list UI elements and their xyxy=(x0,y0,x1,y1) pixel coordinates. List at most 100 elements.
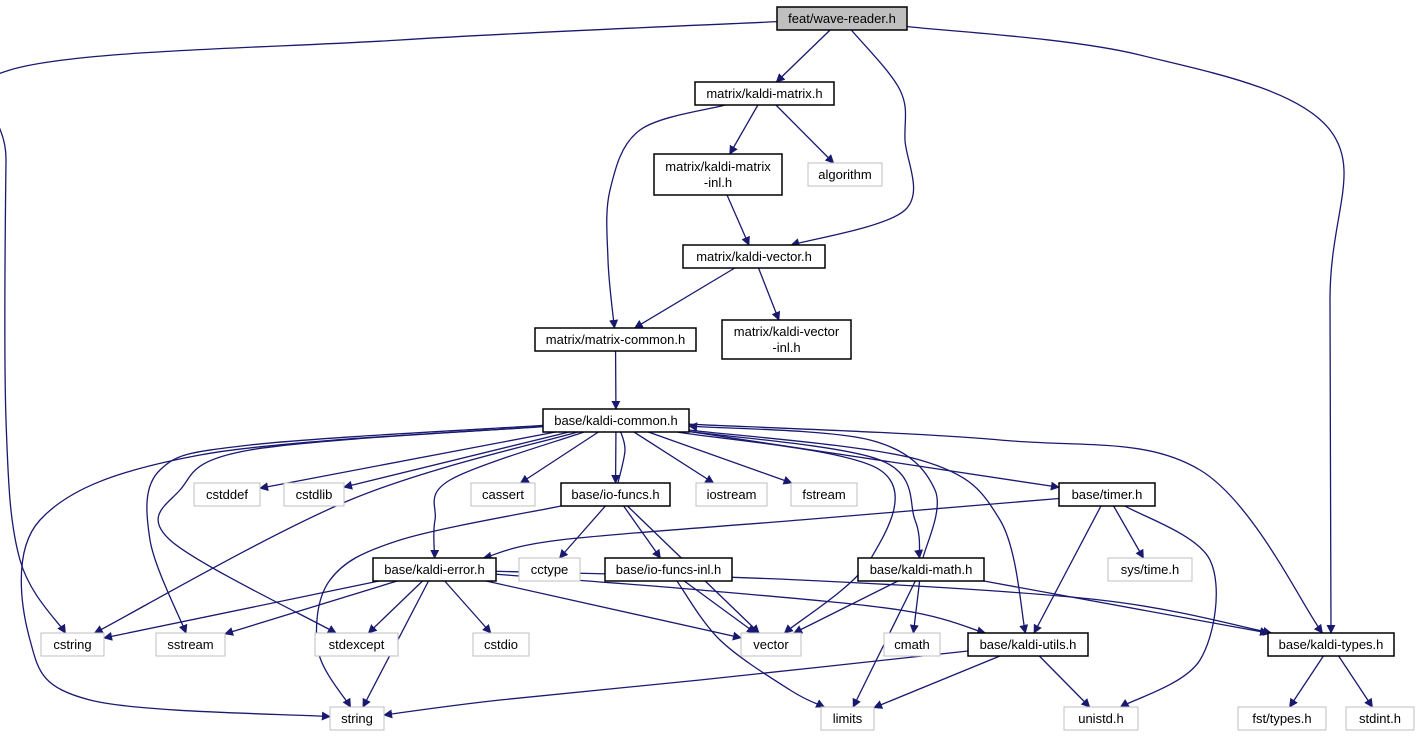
edge-kaldi_utils-to-unistd xyxy=(1038,655,1091,708)
edge-kaldi_common-to-kaldi_error xyxy=(430,431,585,559)
node-limits[interactable]: limits xyxy=(820,706,875,731)
node-cstdio[interactable]: cstdio xyxy=(472,632,530,657)
node-label: limits xyxy=(833,711,863,726)
node-timer[interactable]: base/timer.h xyxy=(1058,482,1156,507)
node-box xyxy=(1107,557,1193,582)
node-iostream[interactable]: iostream xyxy=(695,482,768,507)
edge-kaldi_matrix_inl-to-kaldi_vector xyxy=(726,194,750,246)
node-io-funcs-inl[interactable]: base/io-funcs-inl.h xyxy=(604,557,733,582)
node-label: cmath xyxy=(894,637,929,652)
node-box xyxy=(1237,706,1327,731)
node-fstream[interactable]: fstream xyxy=(790,482,858,507)
node-box xyxy=(542,408,690,433)
node-box xyxy=(560,482,671,507)
edge-timer-to-kaldi_error xyxy=(482,497,1060,561)
node-label: -inl.h xyxy=(772,340,800,355)
node-box xyxy=(604,557,733,582)
node-label: cstdlib xyxy=(296,487,333,502)
node-box xyxy=(807,162,883,187)
edge-wave_reader-to-kaldi_types xyxy=(906,25,1345,634)
edge-kaldi_common-to-fstream xyxy=(648,431,793,485)
node-box xyxy=(694,81,835,106)
node-label: base/kaldi-utils.h xyxy=(980,637,1077,652)
node-unistd[interactable]: unistd.h xyxy=(1063,706,1139,731)
node-box xyxy=(155,632,226,657)
node-box xyxy=(40,632,105,657)
edge-kaldi_error-to-kaldi_utils xyxy=(495,573,987,636)
edge-kaldi_utils-to-string xyxy=(383,650,969,719)
node-stdint[interactable]: stdint.h xyxy=(1345,706,1415,731)
node-label: string xyxy=(341,711,373,726)
edge-kaldi_common-to-kaldi_types xyxy=(688,423,1323,634)
edge-kaldi_error-to-cstring xyxy=(103,580,380,641)
node-sys-time[interactable]: sys/time.h xyxy=(1107,557,1193,582)
node-box xyxy=(193,482,261,507)
node-label: iostream xyxy=(707,487,757,502)
edge-kaldi_error-to-cstdio xyxy=(444,580,492,634)
node-label: base/kaldi-types.h xyxy=(1279,637,1384,652)
node-kaldi-utils[interactable]: base/kaldi-utils.h xyxy=(967,632,1089,657)
node-box xyxy=(967,632,1089,657)
edge-kaldi_math-to-kaldi_common xyxy=(688,422,938,559)
edge-kaldi_math-to-cmath xyxy=(909,580,921,634)
node-box xyxy=(329,706,385,731)
edge-io_funcs-to-string xyxy=(315,505,562,708)
edge-kaldi_types-to-fst_types xyxy=(1289,655,1324,708)
node-kaldi-error[interactable]: base/kaldi-error.h xyxy=(372,557,497,582)
node-box xyxy=(857,557,985,582)
node-fst-types[interactable]: fst/types.h xyxy=(1237,706,1327,731)
node-cassert[interactable]: cassert xyxy=(470,482,536,507)
node-algorithm[interactable]: algorithm xyxy=(807,162,883,187)
node-string[interactable]: string xyxy=(329,706,385,731)
node-matrix-common[interactable]: matrix/matrix-common.h xyxy=(534,327,697,352)
edge-kaldi_common-to-vector xyxy=(677,431,896,634)
node-label: stdexcept xyxy=(329,637,385,652)
node-box xyxy=(314,632,399,657)
node-kaldi-matrix[interactable]: matrix/kaldi-matrix.h xyxy=(694,81,835,106)
edge-kaldi_math-to-vector xyxy=(793,580,899,634)
node-kaldi-vector-inl[interactable]: matrix/kaldi-vector-inl.h xyxy=(721,319,852,360)
node-kaldi-vector[interactable]: matrix/kaldi-vector.h xyxy=(682,244,826,269)
edge-kaldi_common-to-cstdlib xyxy=(343,431,570,490)
node-box xyxy=(1267,632,1395,657)
node-label: matrix/kaldi-vector xyxy=(734,324,840,339)
node-box xyxy=(372,557,497,582)
node-kaldi-common[interactable]: base/kaldi-common.h xyxy=(542,408,690,433)
node-label: cctype xyxy=(531,562,569,577)
node-box xyxy=(790,482,858,507)
node-box xyxy=(534,327,697,352)
node-stdexcept[interactable]: stdexcept xyxy=(314,632,399,657)
edge-kaldi_common-to-cassert xyxy=(519,431,599,484)
node-cstddef[interactable]: cstddef xyxy=(193,482,261,507)
node-kaldi-matrix-inl[interactable]: matrix/kaldi-matrix-inl.h xyxy=(653,153,783,196)
node-cmath[interactable]: cmath xyxy=(883,632,941,657)
edge-wave_reader-to-kaldi_vector xyxy=(790,29,915,247)
node-wave-reader[interactable]: feat/wave-reader.h xyxy=(776,6,908,31)
node-label: base/kaldi-math.h xyxy=(870,562,973,577)
node-vector[interactable]: vector xyxy=(740,632,802,657)
node-sstream[interactable]: sstream xyxy=(155,632,226,657)
edge-kaldi_common-to-iostream xyxy=(633,431,715,484)
edges-layer xyxy=(0,21,1373,721)
node-label: sstream xyxy=(167,637,213,652)
edge-kaldi_vector-to-matrix_common xyxy=(633,267,736,329)
node-cctype[interactable]: cctype xyxy=(518,557,581,582)
node-cstdlib[interactable]: cstdlib xyxy=(283,482,345,507)
node-io-funcs[interactable]: base/io-funcs.h xyxy=(560,482,671,507)
node-box xyxy=(470,482,536,507)
node-kaldi-math[interactable]: base/kaldi-math.h xyxy=(857,557,985,582)
node-box xyxy=(1063,706,1139,731)
node-label: cassert xyxy=(482,487,524,502)
edge-kaldi_types-to-stdint xyxy=(1338,655,1373,708)
edge-kaldi_common-to-kaldi_math xyxy=(688,430,924,559)
edge-kaldi_common-to-string xyxy=(20,425,544,721)
node-kaldi-types[interactable]: base/kaldi-types.h xyxy=(1267,632,1395,657)
edge-kaldi_common-to-cstring xyxy=(93,431,578,634)
node-box xyxy=(695,482,768,507)
node-label: cstddef xyxy=(206,487,248,502)
edge-timer-to-sys_time xyxy=(1113,505,1144,559)
edge-kaldi_error-to-sstream xyxy=(224,580,398,636)
edge-kaldi_utils-to-limits xyxy=(873,655,1001,709)
node-cstring[interactable]: cstring xyxy=(40,632,105,657)
node-box xyxy=(883,632,941,657)
